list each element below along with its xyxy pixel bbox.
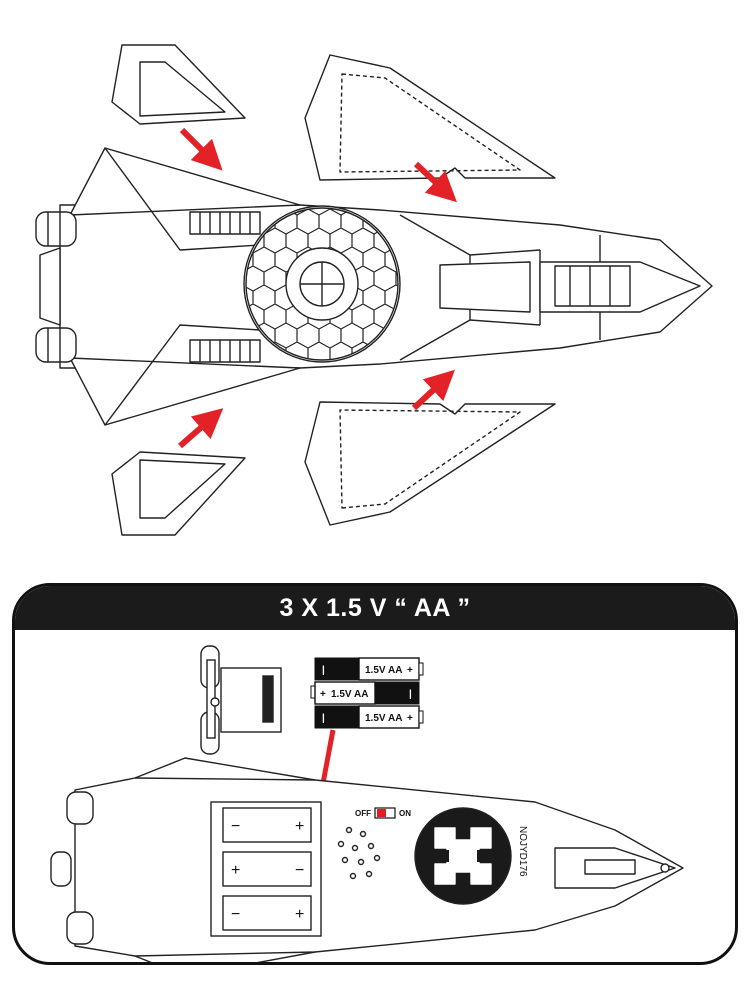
assembly-arrows [178,127,457,449]
loose-batteries: | 1.5V AA + + 1.5V AA | | 1.5V AA + [310,657,424,729]
wing-upper-right [304,54,556,181]
svg-text:+: + [407,665,413,676]
battery-install-panel: 3 X 1.5 V “ AA ” | 1.5V AA + [12,583,738,965]
installed-battery-1: − + [222,807,312,843]
arrow-upper-right [413,161,457,203]
arrow-upper-left [179,127,223,171]
battery-compartment: − + + − − + [210,801,322,937]
arrow-lower-left [178,408,224,449]
jet-underside [50,757,684,962]
tail-fin-lower [111,451,246,536]
battery-1-label: 1.5V AA [365,665,402,676]
switch-on-label: ON [399,809,411,818]
underside-disc [414,807,512,905]
svg-text:+: + [320,689,326,700]
installed-2-minus: − [295,862,304,879]
battery-2-label: 1.5V AA [331,689,368,700]
battery-cover [200,645,282,755]
installed-battery-3: − + [222,895,312,931]
hex-fan-disc [243,205,401,363]
speaker-grille [337,826,381,880]
arrow-lower-right [411,369,455,411]
battery-install-diagram: | 1.5V AA + + 1.5V AA | | 1.5V AA + [50,645,684,962]
wing-lower-right [304,401,556,526]
svg-text:|: | [322,713,325,724]
installed-battery-2: + − [222,851,312,887]
svg-text:|: | [322,665,325,676]
battery-3-label: 1.5V AA [365,713,402,724]
installed-2-plus: + [231,862,240,879]
switch-off-label: OFF [355,809,371,818]
battery-spec-title: 3 X 1.5 V “ AA ” [279,593,471,622]
svg-text:+: + [407,713,413,724]
tail-fin-upper [111,44,246,125]
svg-text:|: | [409,689,412,700]
battery-1: | 1.5V AA + [314,657,424,681]
installed-3-plus: + [295,906,304,923]
battery-3: | 1.5V AA + [314,705,424,729]
installed-1-plus: + [295,818,304,835]
intake-vents [189,211,261,363]
panel-header: 3 X 1.5 V “ AA ” [15,586,735,630]
power-switch[interactable]: OFF ON [355,807,411,819]
model-code: NOJYD176 [517,826,528,877]
engine-nozzles [35,211,77,363]
installed-3-minus: − [231,906,240,923]
battery-2: + 1.5V AA | [310,681,420,705]
installed-1-minus: − [231,818,240,835]
switch-slider [377,809,386,817]
wing-assembly-diagram [35,44,713,536]
